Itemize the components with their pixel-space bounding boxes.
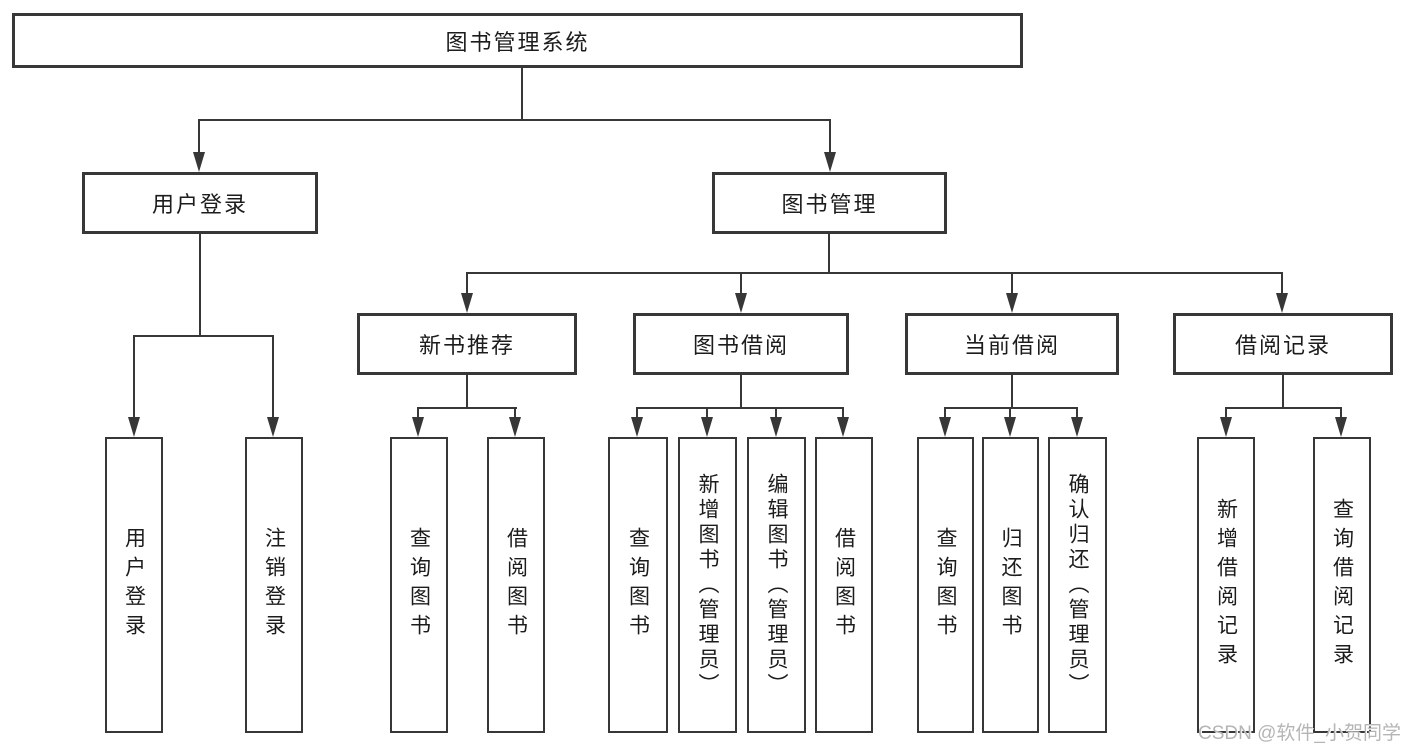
node-bb-edit-books-admin: 编辑图书（管理员）: [747, 437, 806, 733]
arrow-down-icon: [267, 417, 279, 437]
arrow-down-icon: [1071, 417, 1083, 437]
arrow-down-icon: [193, 152, 205, 172]
node-library-management-system: 图书管理系统: [12, 13, 1023, 68]
node-user-login: 用户登录: [82, 172, 318, 234]
connector-line: [466, 272, 1283, 274]
arrow-down-icon: [824, 152, 836, 172]
connector-line: [740, 272, 742, 295]
connector-line: [133, 335, 135, 419]
node-br-query-borrow-record: 查询借阅记录: [1313, 437, 1371, 733]
node-borrowing-records: 借阅记录: [1173, 313, 1393, 375]
node-label: 注销登录: [262, 527, 286, 643]
connector-line: [636, 407, 844, 409]
connector-line: [636, 407, 638, 419]
connector-line: [1282, 375, 1284, 409]
node-label: 新增借阅记录: [1214, 498, 1238, 672]
node-label: 编辑图书（管理员）: [765, 472, 788, 698]
node-label: 归还图书: [999, 527, 1022, 643]
connector-line: [1225, 407, 1227, 419]
node-rec-borrow-books: 借阅图书: [487, 437, 545, 733]
arrow-down-icon: [412, 417, 424, 437]
arrow-down-icon: [1276, 293, 1288, 313]
node-label: 图书管理系统: [445, 29, 590, 55]
arrow-down-icon: [701, 417, 713, 437]
connector-line: [133, 335, 274, 337]
node-bb-add-books-admin: 新增图书（管理员）: [678, 437, 737, 733]
connector-line: [829, 119, 831, 154]
arrow-down-icon: [128, 417, 140, 437]
connector-line: [1340, 407, 1342, 419]
arrow-down-icon: [509, 417, 521, 437]
connector-line: [775, 407, 777, 419]
node-bb-query-books: 查询图书: [608, 437, 668, 733]
node-cb-confirm-return-admin: 确认归还（管理员）: [1048, 437, 1107, 733]
connector-line: [272, 335, 274, 419]
connector-line: [514, 407, 516, 419]
node-cb-query-books: 查询图书: [917, 437, 974, 733]
connector-line: [466, 272, 468, 295]
node-label: 查询图书: [934, 527, 957, 643]
node-br-add-borrow-record: 新增借阅记录: [1197, 437, 1255, 733]
node-book-management: 图书管理: [712, 172, 947, 234]
node-label: 借阅图书: [832, 527, 856, 643]
connector-line: [417, 407, 517, 409]
node-label: 查询借阅记录: [1330, 498, 1354, 672]
connector-line: [740, 375, 742, 409]
node-label: 用户登录: [151, 192, 248, 217]
connector-line: [828, 234, 830, 273]
node-leaf-logout: 注销登录: [245, 437, 303, 733]
node-label: 确认归还（管理员）: [1066, 472, 1089, 698]
connector-line: [1009, 407, 1011, 419]
arrow-down-icon: [939, 417, 951, 437]
connector-line: [842, 407, 844, 419]
connector-line: [198, 119, 831, 121]
node-label: 当前借阅: [963, 333, 1060, 358]
node-current-borrowing: 当前借阅: [905, 313, 1119, 375]
arrow-down-icon: [770, 417, 782, 437]
node-leaf-user-login: 用户登录: [105, 437, 163, 733]
connector-line: [1011, 272, 1013, 295]
arrow-down-icon: [461, 293, 473, 313]
node-new-book-recommendation: 新书推荐: [357, 313, 577, 375]
node-label: 新增图书（管理员）: [696, 472, 719, 698]
connector-line: [521, 68, 523, 119]
node-bb-borrow-books: 借阅图书: [815, 437, 873, 733]
connector-line: [944, 407, 946, 419]
node-label: 图书借阅: [692, 333, 789, 358]
arrow-down-icon: [1006, 293, 1018, 313]
arrow-down-icon: [1220, 417, 1232, 437]
node-rec-query-books: 查询图书: [390, 437, 448, 733]
connector-line: [1225, 407, 1342, 409]
arrow-down-icon: [1335, 417, 1347, 437]
node-cb-return-books: 归还图书: [982, 437, 1039, 733]
connector-line: [944, 407, 1078, 409]
connector-line: [1281, 272, 1283, 295]
connector-line: [198, 119, 200, 154]
connector-line: [199, 234, 201, 337]
node-label: 查询图书: [407, 527, 431, 643]
node-label: 图书管理: [781, 192, 878, 217]
arrow-down-icon: [631, 417, 643, 437]
node-label: 借阅图书: [504, 527, 528, 643]
node-label: 用户登录: [122, 527, 146, 643]
node-label: 借阅记录: [1234, 333, 1331, 358]
node-label: 查询图书: [626, 527, 650, 643]
arrow-down-icon: [1004, 417, 1016, 437]
node-label: 新书推荐: [418, 333, 515, 358]
connector-line: [1011, 375, 1013, 409]
node-book-borrowing: 图书借阅: [633, 313, 849, 375]
arrow-down-icon: [735, 293, 747, 313]
connector-line: [706, 407, 708, 419]
connector-line: [1076, 407, 1078, 419]
connector-line: [466, 375, 468, 409]
arrow-down-icon: [837, 417, 849, 437]
connector-line: [417, 407, 419, 419]
